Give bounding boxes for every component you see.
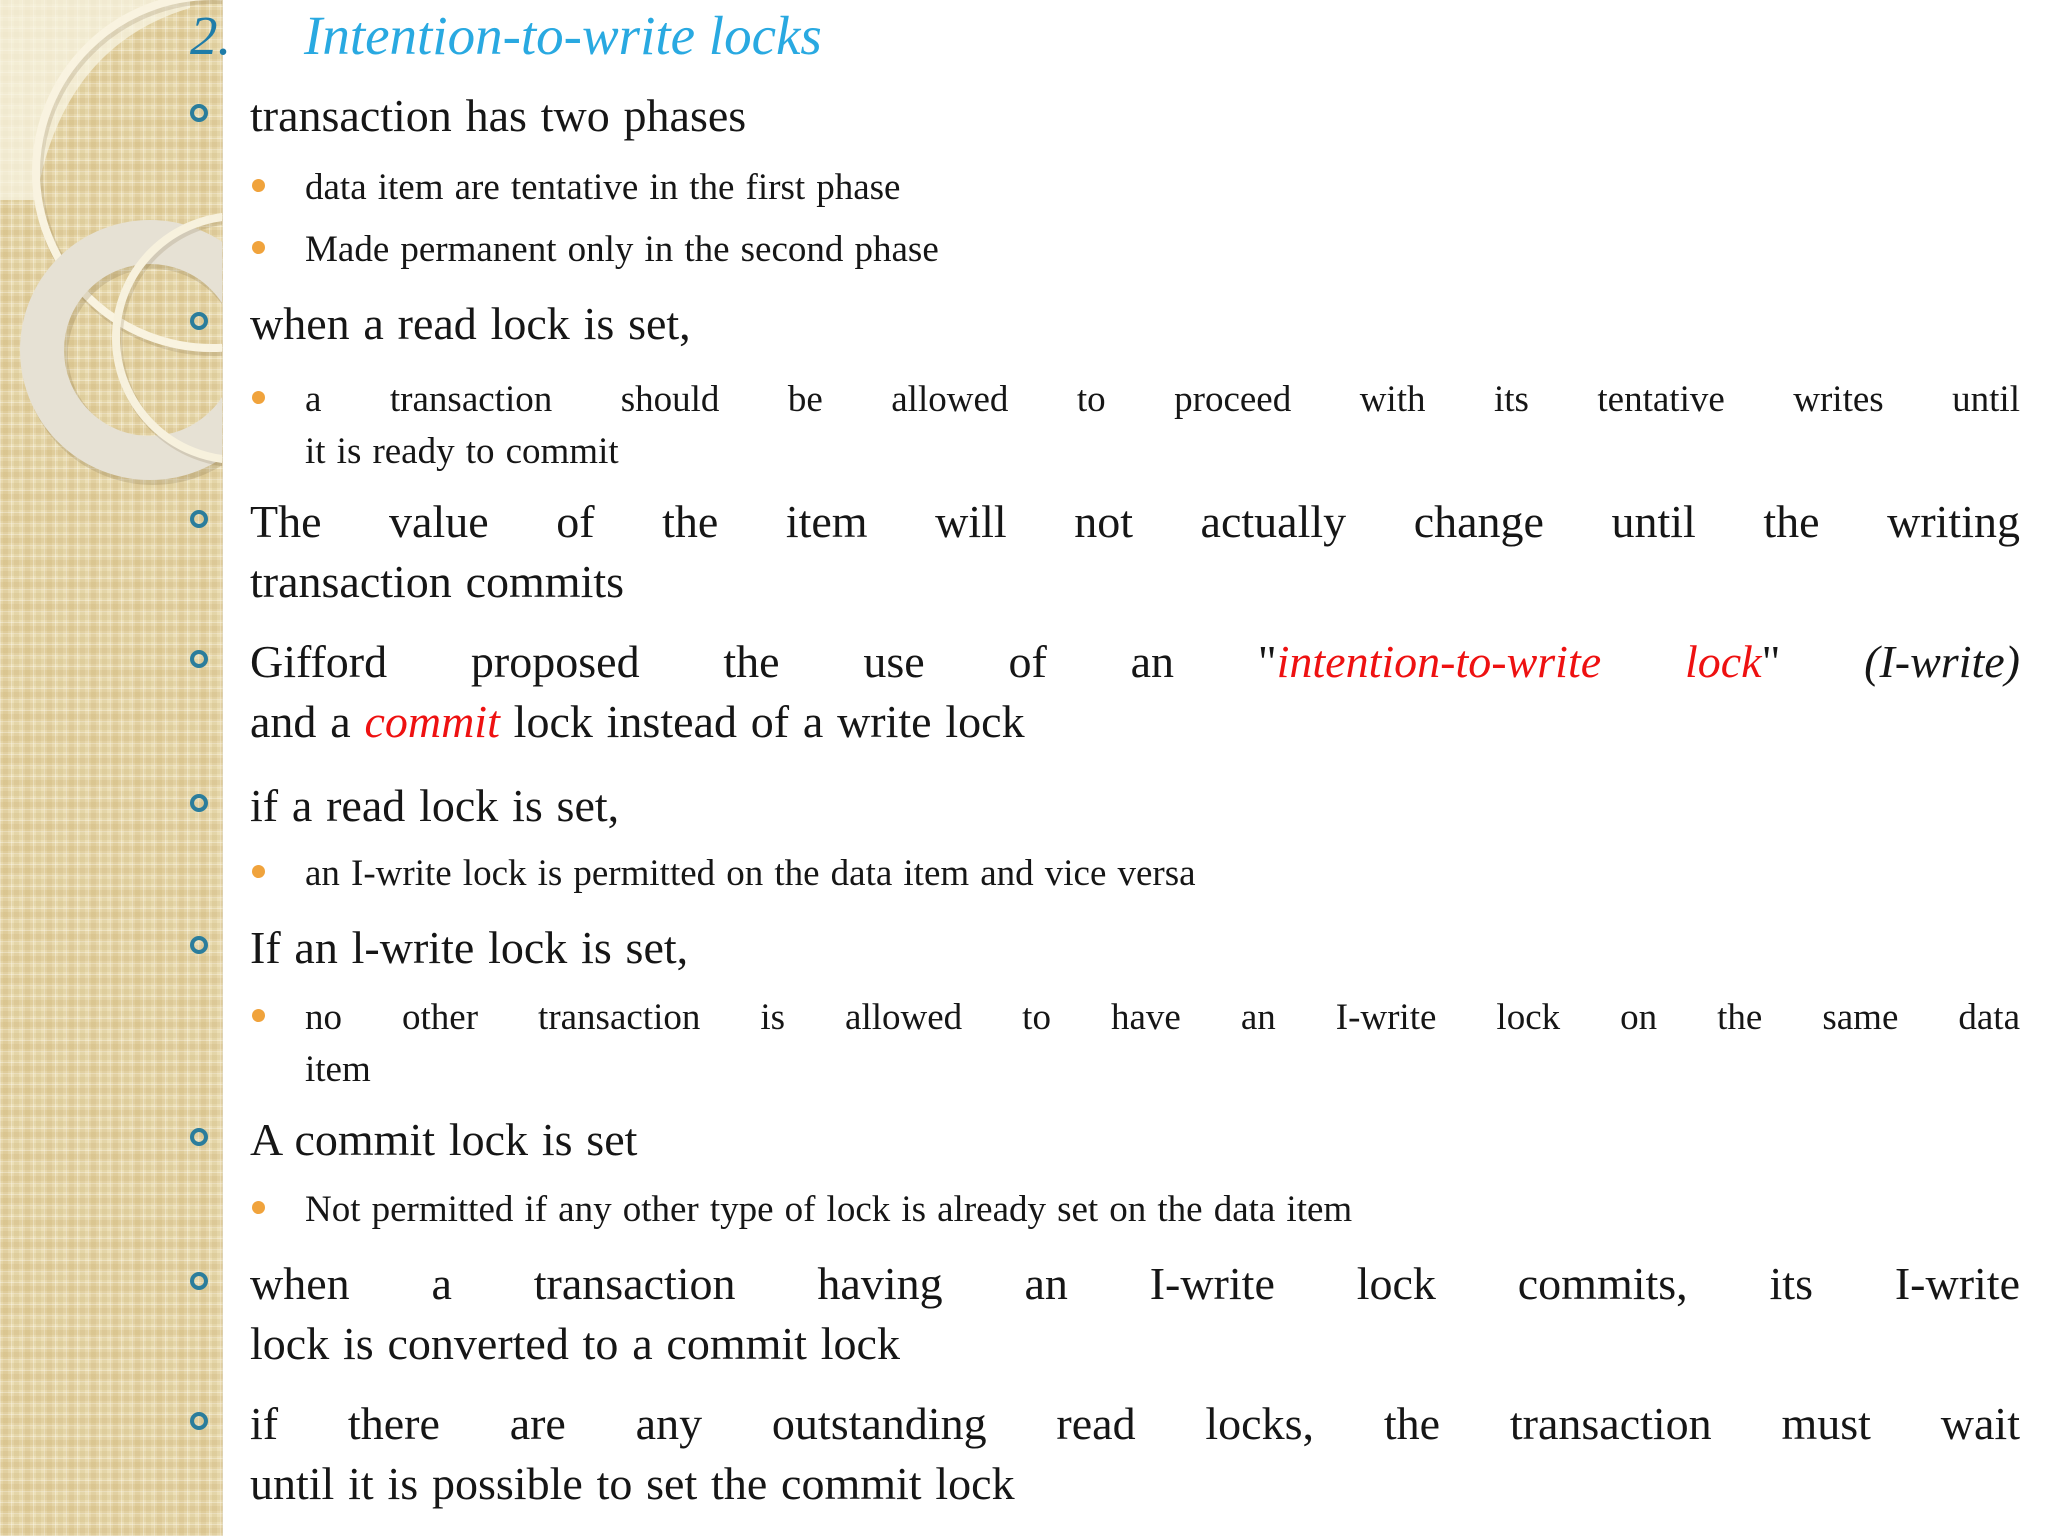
level2-bullet-icon bbox=[252, 391, 265, 404]
level1-bullet-icon bbox=[190, 1272, 208, 1290]
bullet-item: data item are tentative in the first pha… bbox=[250, 162, 2020, 214]
text-segment-red: intention-to-write lock bbox=[1276, 636, 1762, 687]
slide-body: 2. Intention-to-write locks transaction … bbox=[190, 0, 2020, 1514]
level1-bullet-icon bbox=[190, 1128, 208, 1146]
title-text: Intention-to-write locks bbox=[304, 5, 822, 66]
bullet-text: an I-write lock is permitted on the data… bbox=[305, 853, 1196, 894]
level1-bullet-icon bbox=[190, 510, 208, 528]
level1-bullet-icon bbox=[190, 650, 208, 668]
bullet-item: when a transaction having an I-write loc… bbox=[190, 1254, 2020, 1374]
bullet-text: Not permitted if any other type of lock … bbox=[305, 1189, 1353, 1230]
bullet-text-line2: and a commit lock instead of a write loc… bbox=[250, 692, 2020, 752]
bullet-text-line1: when a transaction having an I-write loc… bbox=[250, 1258, 2020, 1309]
decorative-rings bbox=[0, 0, 222, 485]
bullet-item: Made permanent only in the second phase bbox=[250, 224, 2020, 276]
slide-sidebar-decoration bbox=[0, 0, 223, 1536]
text-segment-italic: (I-write) bbox=[1864, 636, 2020, 687]
bullet-text-line2: until it is possible to set the commit l… bbox=[250, 1458, 1015, 1509]
bullet-text-line2: lock is converted to a commit lock bbox=[250, 1318, 900, 1369]
text-segment-red: commit bbox=[364, 696, 500, 747]
level1-bullet-icon bbox=[190, 312, 208, 330]
thick-ring bbox=[20, 220, 222, 480]
bullet-item: A commit lock is set bbox=[190, 1110, 2020, 1170]
bullet-item: a transaction should be allowed to proce… bbox=[250, 374, 2020, 478]
bullet-item: transaction has two phases bbox=[190, 86, 2020, 146]
bullet-item: an I-write lock is permitted on the data… bbox=[250, 848, 2020, 900]
bullet-text: transaction has two phases bbox=[250, 90, 747, 141]
bullet-item: Not permitted if any other type of lock … bbox=[250, 1184, 2020, 1236]
bullet-text: Made permanent only in the second phase bbox=[305, 229, 939, 270]
level1-bullet-icon bbox=[190, 1412, 208, 1430]
level2-bullet-icon bbox=[252, 865, 265, 878]
bullet-item: If an l-write lock is set, bbox=[190, 918, 2020, 978]
bullet-text: data item are tentative in the first pha… bbox=[305, 167, 901, 208]
bullet-item: The value of the item will not actually … bbox=[190, 492, 2020, 612]
bullet-text: If an l-write lock is set, bbox=[250, 922, 689, 973]
bullet-text-line2: it is ready to commit bbox=[305, 431, 619, 472]
title-number: 2. bbox=[190, 5, 232, 66]
text-segment: lock instead of a write lock bbox=[499, 696, 1025, 747]
bullet-text-line1: The value of the item will not actually … bbox=[250, 496, 2020, 547]
bullet-item: if a read lock is set, bbox=[190, 776, 2020, 836]
bullet-item: Gifford proposed the use of an "intentio… bbox=[190, 632, 2020, 752]
bullet-text-line2: transaction commits bbox=[250, 556, 625, 607]
slide-title: 2. Intention-to-write locks bbox=[190, 0, 2020, 72]
bullet-item: when a read lock is set, bbox=[190, 294, 2020, 354]
bullet-text: when a read lock is set, bbox=[250, 298, 691, 349]
bullet-text: if a read lock is set, bbox=[250, 780, 620, 831]
thin-ring-top bbox=[32, 0, 222, 352]
text-segment: and a bbox=[250, 696, 365, 747]
text-segment: " bbox=[1761, 636, 1865, 687]
level2-bullet-icon bbox=[252, 241, 265, 254]
bullet-text-line1: Gifford proposed the use of an "intentio… bbox=[250, 632, 2020, 692]
bullet-text-line1: a transaction should be allowed to proce… bbox=[305, 379, 2020, 420]
bullet-item: no other transaction is allowed to have … bbox=[250, 992, 2020, 1096]
thin-ring-bottom bbox=[112, 213, 222, 463]
light-corner-shape bbox=[0, 0, 190, 200]
level1-bullet-icon bbox=[190, 104, 208, 122]
bullet-text: A commit lock is set bbox=[250, 1114, 638, 1165]
level2-bullet-icon bbox=[252, 1009, 265, 1022]
bullet-text-line1: no other transaction is allowed to have … bbox=[305, 997, 2020, 1038]
level1-bullet-icon bbox=[190, 936, 208, 954]
bullet-item: if there are any outstanding read locks,… bbox=[190, 1394, 2020, 1514]
level1-bullet-icon bbox=[190, 794, 208, 812]
level2-bullet-icon bbox=[252, 1201, 265, 1214]
bullet-text-line1: if there are any outstanding read locks,… bbox=[250, 1398, 2020, 1449]
level2-bullet-icon bbox=[252, 179, 265, 192]
text-segment: Gifford proposed the use of an " bbox=[250, 636, 1277, 687]
bullet-text-line2: item bbox=[305, 1049, 371, 1090]
